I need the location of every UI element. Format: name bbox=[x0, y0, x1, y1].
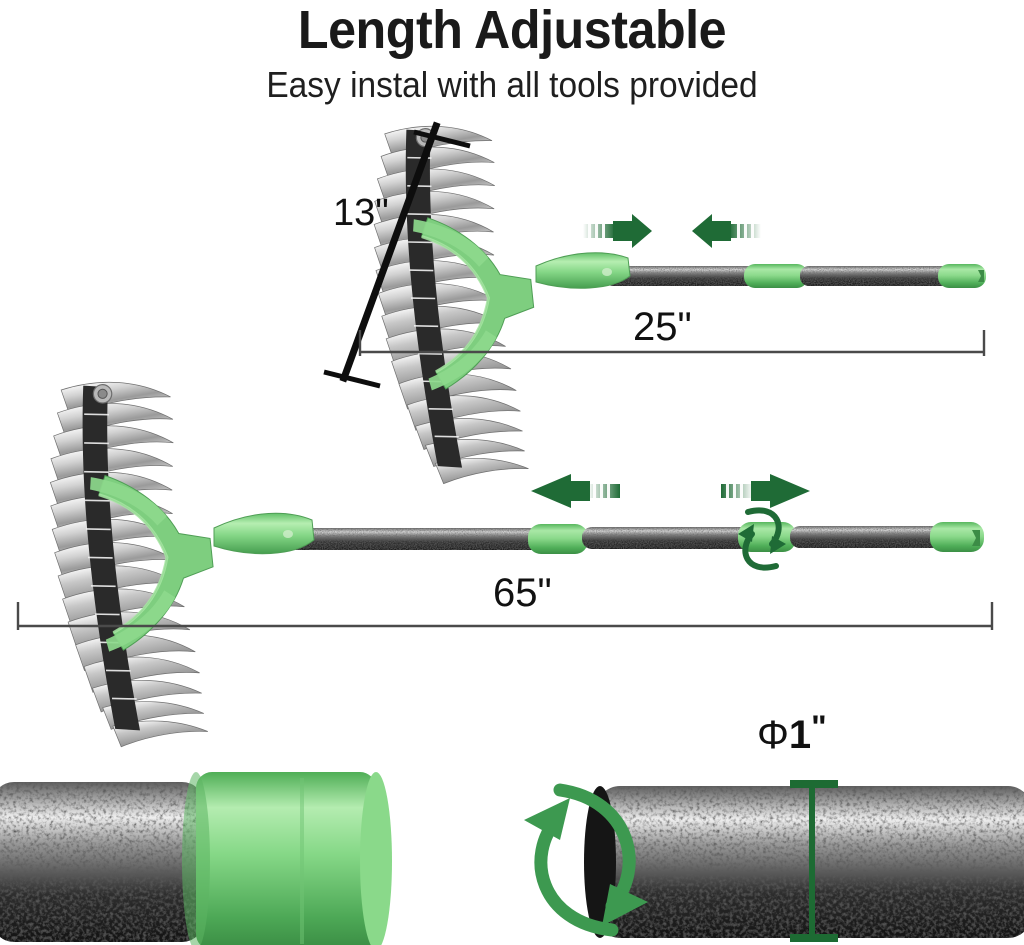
dimension-line-65in bbox=[18, 602, 992, 630]
arrow-pair-extend bbox=[531, 474, 810, 508]
arrow-right-icon bbox=[721, 474, 810, 508]
arrow-right-icon bbox=[583, 214, 652, 248]
closeup-pole-right bbox=[584, 786, 1024, 938]
phi-symbol: Φ bbox=[757, 712, 789, 757]
collapsed-pole bbox=[604, 264, 986, 288]
arrow-pair-collapse bbox=[583, 214, 761, 248]
extended-rake-head bbox=[35, 371, 233, 754]
figure-extended-rake bbox=[18, 371, 992, 754]
figure-pole-closeup bbox=[0, 772, 1024, 945]
rotate-icon-heads bbox=[738, 524, 786, 554]
diameter-unit: " bbox=[811, 708, 827, 745]
rotate-icon-heads bbox=[524, 798, 648, 926]
figure-collapsed-rake bbox=[324, 115, 986, 490]
arrow-left-icon bbox=[531, 474, 620, 508]
dimension-label-13in: 13" bbox=[333, 192, 389, 234]
collapsed-ferrule bbox=[536, 253, 630, 289]
diameter-value: 1 bbox=[788, 712, 812, 757]
dimension-label-diameter: Φ1" bbox=[757, 708, 827, 758]
page-subtitle: Easy instal with all tools provided bbox=[266, 64, 758, 105]
dimension-label-65in: 65" bbox=[493, 571, 552, 615]
closeup-pole-left bbox=[0, 782, 204, 942]
closeup-green-collar bbox=[182, 772, 392, 945]
dimension-line-25in bbox=[360, 330, 984, 356]
collapsed-rake-head bbox=[359, 115, 553, 490]
dimension-label-25in: 25" bbox=[633, 305, 692, 349]
caliper-icon bbox=[790, 784, 838, 938]
extended-ferrule bbox=[214, 513, 314, 553]
arrow-left-icon bbox=[692, 214, 761, 248]
page-title: Length Adjustable bbox=[297, 0, 727, 60]
extended-pole bbox=[288, 522, 984, 554]
